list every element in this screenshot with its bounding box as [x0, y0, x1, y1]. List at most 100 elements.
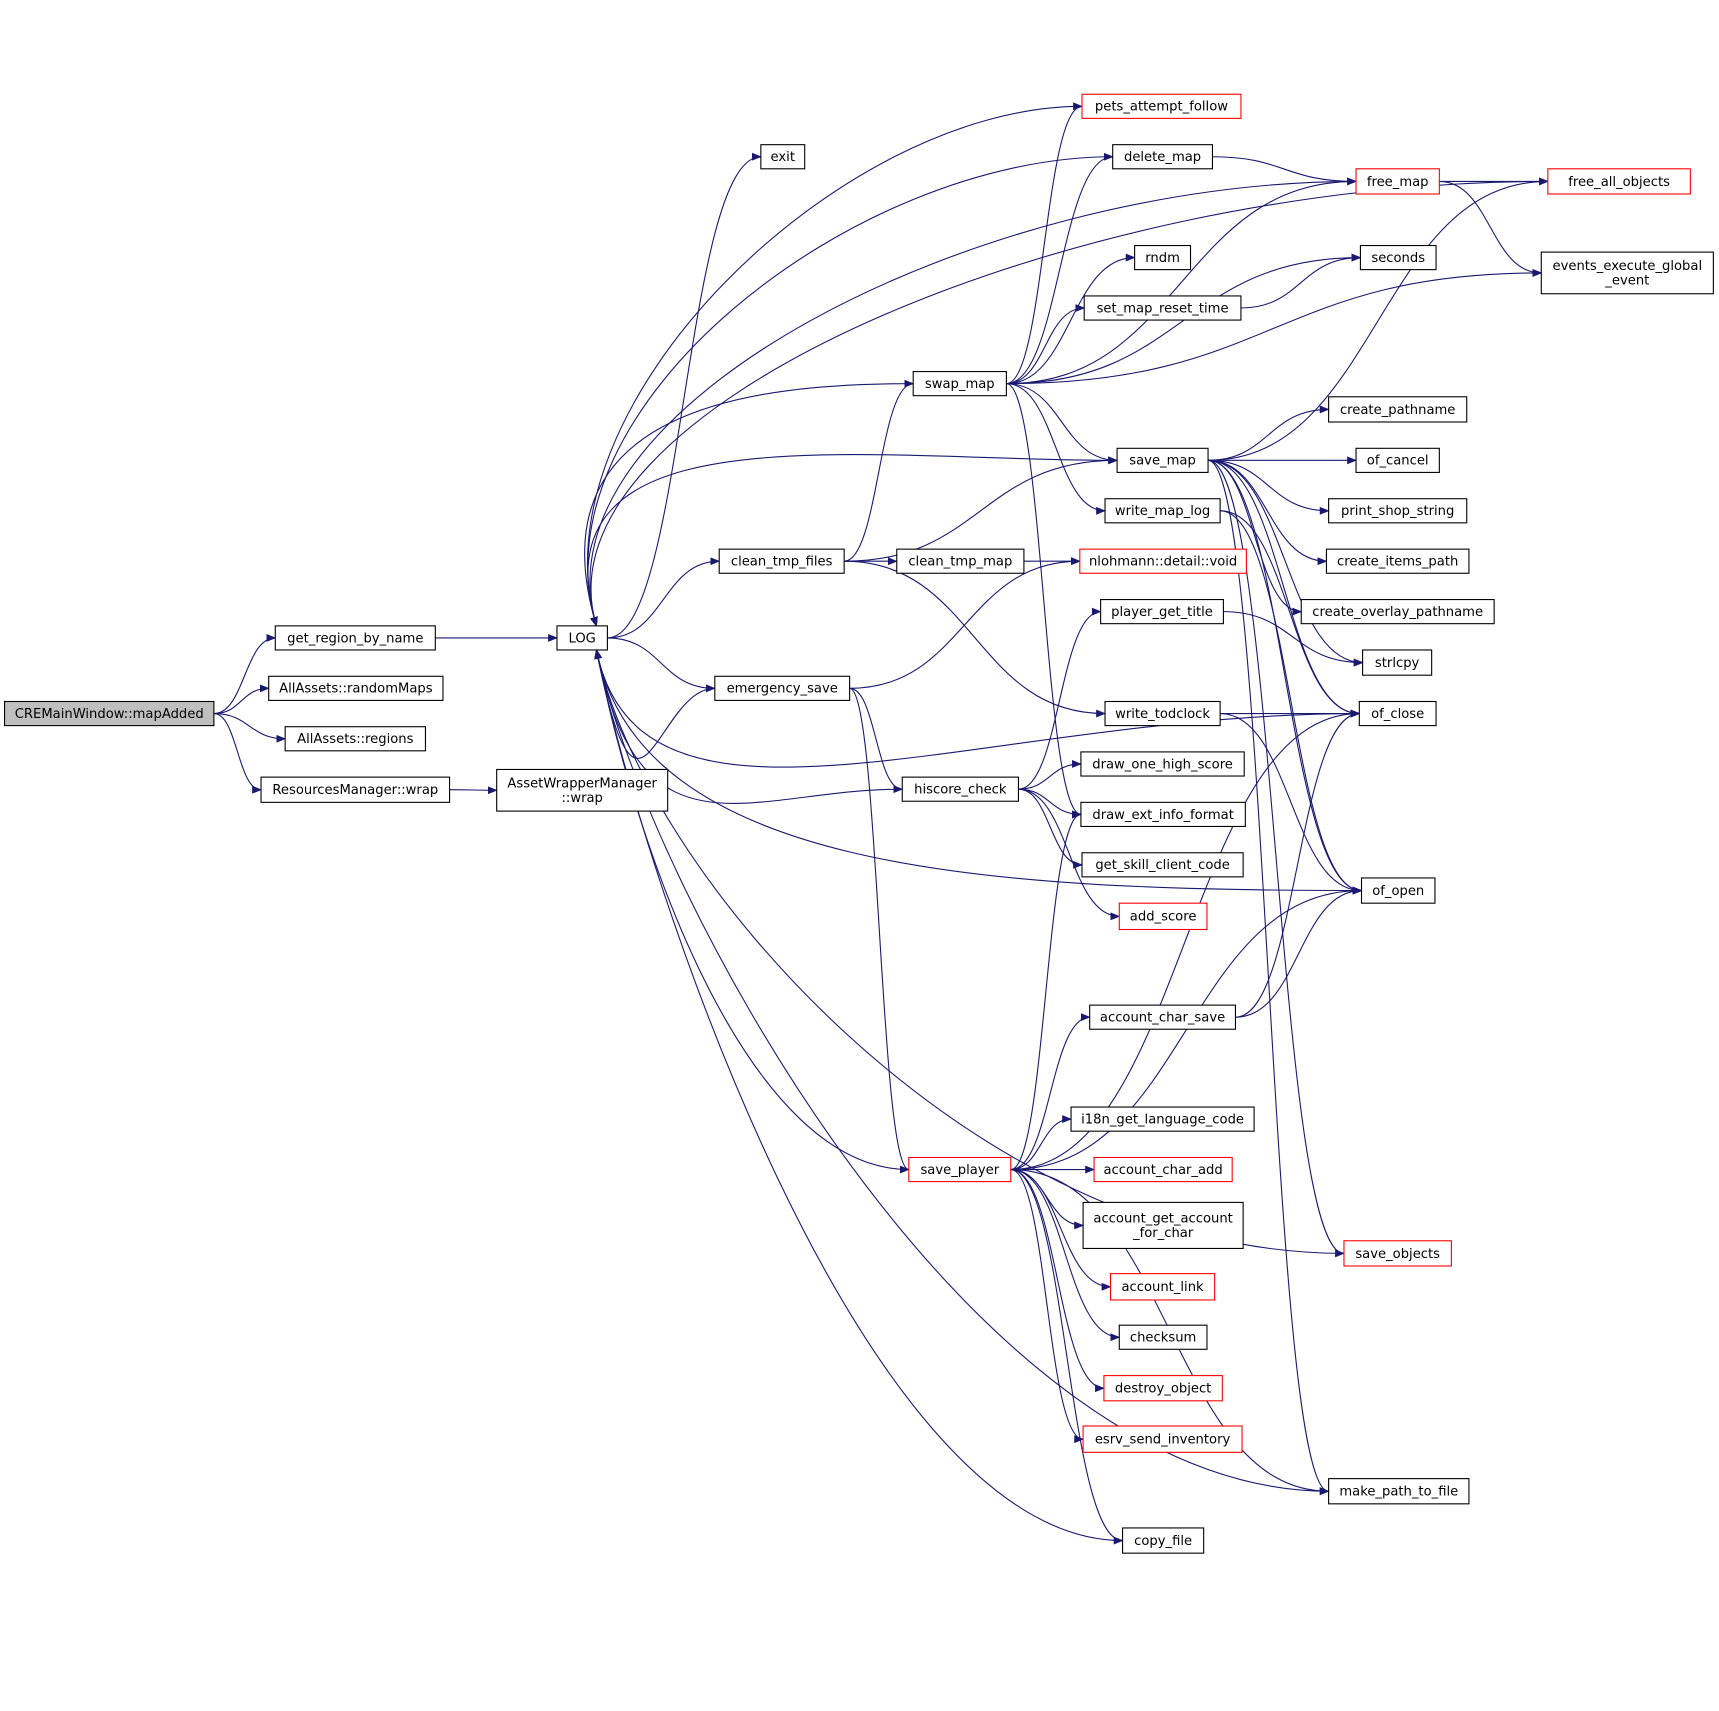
- node-events[interactable]: events_execute_global_event: [1540, 251, 1714, 295]
- node-box: [908, 1156, 1012, 1183]
- node-regions[interactable]: AllAssets::regions: [284, 726, 426, 752]
- node-label: AllAssets::regions: [297, 732, 413, 747]
- node-account-char-save[interactable]: account_char_save: [1089, 1004, 1237, 1030]
- node-clean-tmp-map[interactable]: clean_tmp_map: [896, 548, 1025, 574]
- node-label: draw_ext_info_format: [1092, 808, 1234, 823]
- edge-swap_map-to-LOG: [584, 383, 914, 627]
- edge-mapAdded-to-randomMaps: [213, 684, 270, 715]
- node-rndm[interactable]: rndm: [1134, 244, 1192, 271]
- edge-free_all_objects-to-LOG: [590, 180, 1548, 627]
- node-box: [714, 675, 851, 701]
- node-of-cancel[interactable]: of_cancel: [1355, 447, 1440, 473]
- node-create-overlay-pathname[interactable]: create_overlay_pathname: [1300, 599, 1495, 625]
- node-write-map-log[interactable]: write_map_log: [1104, 498, 1221, 524]
- node-mapAdded[interactable]: CREMainWindow::mapAdded: [3, 700, 215, 727]
- node-label: AssetWrapperManager: [507, 777, 657, 792]
- edge-player_get_title-to-strlcpy: [1223, 611, 1364, 667]
- node-box: [1355, 168, 1440, 195]
- node-label: save_map: [1129, 454, 1196, 469]
- node-label: save_player: [920, 1163, 999, 1178]
- node-box: [1118, 902, 1208, 931]
- node-checksum[interactable]: checksum: [1118, 1324, 1208, 1350]
- node-save-map[interactable]: save_map: [1116, 447, 1209, 473]
- node-destroy-object[interactable]: destroy_object: [1103, 1375, 1223, 1402]
- node-add-score[interactable]: add_score: [1118, 902, 1208, 931]
- edge-save_player-to-account_link: [1010, 1168, 1112, 1291]
- node-label: AllAssets::randomMaps: [279, 682, 433, 697]
- node-label: _event: [1604, 273, 1649, 288]
- node-label: save_objects: [1355, 1247, 1440, 1262]
- node-box: [1328, 1478, 1470, 1505]
- node-label: i18n_get_language_code: [1081, 1112, 1244, 1127]
- edge-free_map-to-LOG: [589, 180, 1357, 627]
- node-print-shop-string[interactable]: print_shop_string: [1328, 498, 1468, 524]
- edge-account_char_save-to-of_close: [1235, 709, 1361, 1018]
- edge-save_map-to-free_all_objects: [1208, 177, 1549, 461]
- node-i18n[interactable]: i18n_get_language_code: [1070, 1106, 1255, 1132]
- node-draw-one-high-score[interactable]: draw_one_high_score: [1080, 751, 1245, 777]
- node-rm-wrap[interactable]: ResourcesManager::wrap: [260, 776, 451, 803]
- node-save-objects[interactable]: save_objects: [1343, 1240, 1452, 1267]
- node-of-open[interactable]: of_open: [1360, 877, 1436, 904]
- node-nlohmann[interactable]: nlohmann::detail::void: [1079, 548, 1247, 574]
- node-player-get-title[interactable]: player_get_title: [1100, 599, 1224, 625]
- node-clean-tmp-files[interactable]: clean_tmp_files: [718, 548, 845, 574]
- node-box: [1362, 649, 1433, 676]
- node-create-items-path[interactable]: create_items_path: [1325, 548, 1470, 574]
- edge-delete_map-to-LOG: [587, 156, 1113, 627]
- node-box: [1547, 168, 1691, 195]
- node-account-get[interactable]: account_get_account_for_char: [1082, 1201, 1244, 1249]
- node-label: strlcpy: [1375, 656, 1420, 671]
- node-box: [896, 548, 1025, 574]
- node-seconds[interactable]: seconds: [1359, 244, 1437, 271]
- node-awm-wrap[interactable]: AssetWrapperManager::wrap: [496, 768, 669, 812]
- edge-of_close-to-LOG: [594, 649, 1360, 768]
- node-box: [274, 625, 436, 651]
- node-label: delete_map: [1124, 150, 1201, 165]
- node-save-player[interactable]: save_player: [908, 1156, 1012, 1183]
- node-randomMaps[interactable]: AllAssets::randomMaps: [268, 675, 444, 701]
- node-swap-map[interactable]: swap_map: [912, 371, 1007, 397]
- node-label: add_score: [1130, 910, 1197, 925]
- node-strlcpy[interactable]: strlcpy: [1362, 649, 1433, 676]
- edge-hiscore_check-to-add_score: [1018, 788, 1121, 921]
- node-box: [760, 144, 806, 170]
- node-box: [1093, 1156, 1233, 1183]
- node-draw-ext-info-format[interactable]: draw_ext_info_format: [1080, 801, 1246, 828]
- node-exit[interactable]: exit: [760, 144, 806, 170]
- node-box: [1080, 751, 1245, 777]
- node-make-path-to-file[interactable]: make_path_to_file: [1328, 1478, 1470, 1505]
- edge-save_map-to-strlcpy: [1208, 459, 1364, 667]
- node-esrv-send-inventory[interactable]: esrv_send_inventory: [1082, 1425, 1243, 1453]
- node-free-all-objects[interactable]: free_all_objects: [1547, 168, 1691, 195]
- node-LOG[interactable]: LOG: [556, 625, 608, 651]
- node-emergency-save[interactable]: emergency_save: [714, 675, 851, 701]
- node-of-close[interactable]: of_close: [1358, 700, 1437, 727]
- node-label: write_todclock: [1115, 707, 1210, 722]
- node-label: copy_file: [1134, 1534, 1192, 1549]
- edge-save_map-to-make_path_to_file: [1207, 459, 1330, 1496]
- node-label: ResourcesManager::wrap: [272, 783, 438, 798]
- node-label: free_all_objects: [1568, 175, 1670, 190]
- node-set-map-reset-time[interactable]: set_map_reset_time: [1083, 295, 1242, 321]
- node-get-skill-client-code[interactable]: get_skill_client_code: [1081, 852, 1244, 878]
- node-account-link[interactable]: account_link: [1109, 1273, 1216, 1301]
- node-hiscore-check[interactable]: hiscore_check: [901, 776, 1019, 802]
- node-create-pathname[interactable]: create_pathname: [1328, 396, 1468, 423]
- edge-write_map_log-to-of_close: [1220, 510, 1361, 718]
- edge-clean_tmp_files-to-swap_map: [844, 379, 915, 562]
- node-free-map[interactable]: free_map: [1355, 168, 1440, 195]
- node-box: [912, 371, 1007, 397]
- node-get-region-by-name[interactable]: get_region_by_name: [274, 625, 436, 651]
- edge-hiscore_check-to-draw_one_high_score: [1018, 760, 1082, 790]
- node-delete-map[interactable]: delete_map: [1112, 144, 1213, 170]
- node-copy-file[interactable]: copy_file: [1122, 1527, 1205, 1554]
- node-account-char-add[interactable]: account_char_add: [1093, 1156, 1233, 1183]
- node-label: pets_attempt_follow: [1095, 100, 1228, 115]
- node-label: rndm: [1145, 251, 1180, 266]
- node-write-todclock[interactable]: write_todclock: [1104, 700, 1221, 727]
- node-pets-attempt-follow[interactable]: pets_attempt_follow: [1081, 93, 1242, 119]
- node-box: [1083, 295, 1242, 321]
- node-box: [901, 776, 1019, 802]
- edge-save_player-to-account_char_save: [1010, 1013, 1091, 1171]
